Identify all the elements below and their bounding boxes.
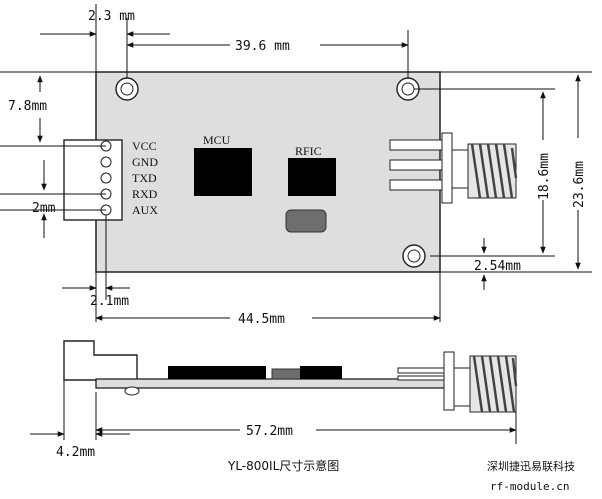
- pin-hole-txd: [100, 172, 112, 184]
- side-view: 57.2mm 4.2mm: [30, 340, 518, 460]
- mounting-hole-top-left: [115, 77, 139, 101]
- side-crystal: [271, 368, 303, 380]
- mcu-label: MCU: [203, 133, 231, 147]
- pin-label-gnd: GND: [132, 155, 158, 169]
- side-board: [95, 378, 447, 389]
- sma-connector: [389, 132, 518, 204]
- dim-total-length: 57.2mm: [246, 424, 293, 439]
- crystal-component: [285, 209, 327, 233]
- side-mcu-chip: [168, 366, 266, 379]
- dim-hole-offset-top: 2.3 mm: [88, 9, 135, 24]
- dim-hole-spacing: 39.6 mm: [235, 39, 290, 54]
- mounting-hole-bottom-right: [402, 244, 426, 268]
- side-pin-tail: [124, 386, 140, 396]
- side-rfic-chip: [300, 366, 342, 379]
- dim-pin-pitch: 2mm: [32, 201, 56, 216]
- top-view: MCU RFIC VCC GND TXD RXD AUX: [0, 4, 592, 327]
- pin-label-rxd: RXD: [132, 187, 158, 201]
- pin-label-txd: TXD: [132, 171, 157, 185]
- dim-board-length: 44.5mm: [238, 312, 285, 327]
- pin-hole-gnd: [100, 156, 112, 168]
- rfic-label: RFIC: [295, 144, 322, 158]
- pin-label-aux: AUX: [132, 203, 158, 217]
- dim-hole-offset-side: 2.54mm: [474, 259, 521, 274]
- brand-website: rf-module.cn: [490, 480, 569, 493]
- rfic-chip: [288, 158, 336, 196]
- figure-caption: YL-800IL尺寸示意图: [227, 458, 339, 473]
- mcu-chip: [194, 148, 252, 196]
- pin-label-vcc: VCC: [132, 139, 157, 153]
- pin-header: [63, 139, 123, 221]
- dim-header-offset: 7.8mm: [8, 99, 47, 114]
- dim-header-edge: 2.1mm: [90, 294, 129, 309]
- brand-name: 深圳捷迅易联科技: [487, 459, 575, 473]
- side-pin-header: [63, 340, 138, 381]
- side-sma-connector: [397, 351, 518, 413]
- dim-height-inner: 18.6mm: [537, 153, 552, 200]
- dim-height-total: 23.6mm: [572, 161, 587, 208]
- dim-side-offset: 4.2mm: [56, 445, 95, 460]
- module-board: [95, 71, 441, 273]
